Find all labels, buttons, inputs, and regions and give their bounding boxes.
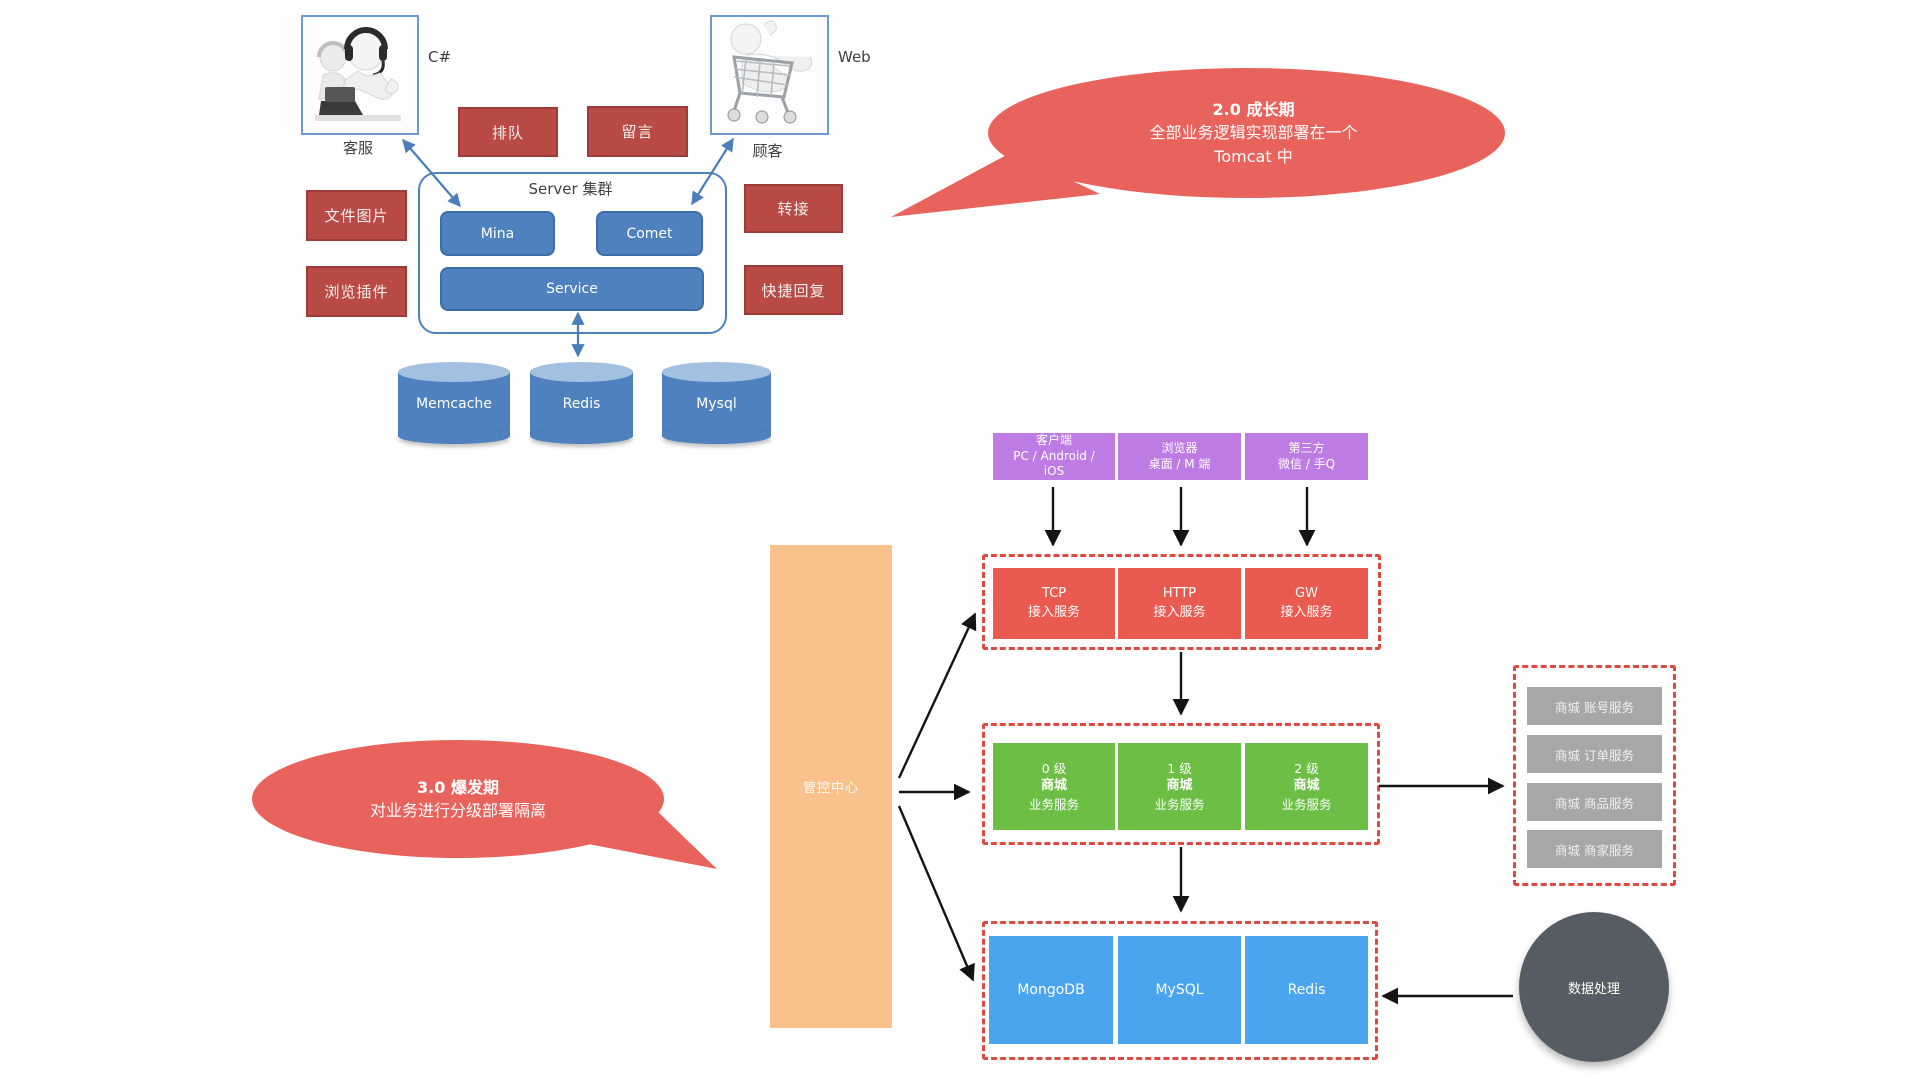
callout-3-0-line1: 对业务进行分级部署隔离 <box>369 801 546 820</box>
mongodb-store: MongoDB <box>989 936 1113 1044</box>
access-gw-label: 接入服务 <box>1280 604 1333 620</box>
business-box-tier2: 2 级 商城 业务服务 <box>1245 743 1368 830</box>
mysql-label: Mysql <box>696 396 737 413</box>
feature-box-quick-reply: 快捷回复 <box>744 265 843 315</box>
tier0-name: 商城 <box>1040 778 1067 794</box>
access-tcp-protocol: TCP <box>1041 585 1067 601</box>
feature-box-files: 文件图片 <box>306 190 407 241</box>
client-browser-line2: 桌面 / M 端 <box>1148 456 1211 471</box>
support-agent-illustration <box>315 27 401 121</box>
access-box-tcp: TCP 接入服务 <box>993 568 1115 639</box>
callout-3-0-title: 3.0 爆发期 <box>417 777 499 797</box>
service-node: Service <box>440 267 704 311</box>
mall-order-service: 商城 订单服务 <box>1527 735 1662 773</box>
client-box-thirdparty: 第三方 微信 / 手Q <box>1245 433 1368 480</box>
access-gw-protocol: GW <box>1295 585 1318 601</box>
storage-layer-container <box>982 921 1378 1060</box>
comet-node: Comet <box>596 211 703 256</box>
agent-label: 客服 <box>342 139 373 157</box>
callout-3-0-bubble: 3.0 爆发期 对业务进行分级部署隔离 <box>252 740 664 858</box>
feature-box-transfer: 转接 <box>744 184 843 233</box>
control-center-label: 管控中心 <box>802 781 859 796</box>
data-processing-label: 数据处理 <box>1567 981 1620 997</box>
tier2-label: 业务服务 <box>1281 796 1332 812</box>
customer-image <box>710 15 829 135</box>
mina-node: Mina <box>440 211 555 256</box>
feature-box-plugin: 浏览插件 <box>306 266 407 317</box>
client-native-line2: PC / Android / <box>1013 448 1095 463</box>
mall-services-container <box>1513 665 1676 886</box>
feature-box-message: 留言 <box>587 106 688 157</box>
access-http-protocol: HTTP <box>1162 585 1197 601</box>
access-layer-container <box>982 554 1381 650</box>
callout-2-0-title: 2.0 成长期 <box>1212 100 1295 120</box>
business-layer-container <box>982 723 1380 845</box>
callout-2-0-bubble: 2.0 成长期 全部业务逻辑实现部署在一个 Tomcat 中 <box>988 68 1505 198</box>
support-agent-image <box>301 15 419 135</box>
redis-cache-database: Redis <box>530 362 633 444</box>
business-box-tier1: 1 级 商城 业务服务 <box>1118 743 1241 830</box>
client-box-browser: 浏览器 桌面 / M 端 <box>1118 433 1241 480</box>
client-browser-line1: 浏览器 <box>1161 440 1198 455</box>
control-center: 管控中心 <box>770 545 892 1028</box>
access-box-gw: GW 接入服务 <box>1245 568 1368 639</box>
client-thirdparty-line2: 微信 / 手Q <box>1277 456 1336 471</box>
tier2-name: 商城 <box>1293 778 1320 794</box>
callout-2-0-line1: 全部业务逻辑实现部署在一个 <box>1149 123 1358 143</box>
customer-label: 顾客 <box>752 142 783 160</box>
mysql-store: MySQL <box>1118 936 1241 1044</box>
tier1-level: 1 级 <box>1167 760 1192 776</box>
access-tcp-label: 接入服务 <box>1027 604 1080 620</box>
mall-merchant-service: 商城 商家服务 <box>1527 830 1662 868</box>
client-box-native: 客户端 PC / Android / iOS <box>993 433 1115 480</box>
tier1-label: 业务服务 <box>1154 796 1205 812</box>
tier1-name: 商城 <box>1166 778 1193 794</box>
business-box-tier0: 0 级 商城 业务服务 <box>993 743 1115 830</box>
mall-account-service: 商城 账号服务 <box>1527 687 1662 725</box>
access-box-http: HTTP 接入服务 <box>1118 568 1241 639</box>
customer-illustration <box>727 20 813 124</box>
client-native-line3: iOS <box>1043 464 1065 479</box>
memcache-label: Memcache <box>416 396 492 413</box>
access-http-label: 接入服务 <box>1153 604 1206 620</box>
tier2-level: 2 级 <box>1294 760 1319 776</box>
feature-box-queue: 排队 <box>458 107 558 157</box>
mall-product-service: 商城 商品服务 <box>1527 783 1662 821</box>
redis-store: Redis <box>1245 936 1368 1044</box>
customer-platform-label: Web <box>838 48 871 66</box>
client-thirdparty-line1: 第三方 <box>1288 440 1325 455</box>
agent-platform-label: C# <box>428 48 452 66</box>
tier0-level: 0 级 <box>1041 760 1067 776</box>
memcache-database: Memcache <box>398 362 510 444</box>
client-native-line1: 客户端 <box>1035 433 1072 448</box>
data-processing-circle: 数据处理 <box>1519 912 1669 1062</box>
server-cluster-title: Server 集群 <box>528 180 613 198</box>
callout-2-0-line2: Tomcat 中 <box>1214 146 1293 166</box>
redis-cache-label: Redis <box>562 396 601 413</box>
mysql-database: Mysql <box>662 362 771 444</box>
tier0-label: 业务服务 <box>1028 796 1079 812</box>
